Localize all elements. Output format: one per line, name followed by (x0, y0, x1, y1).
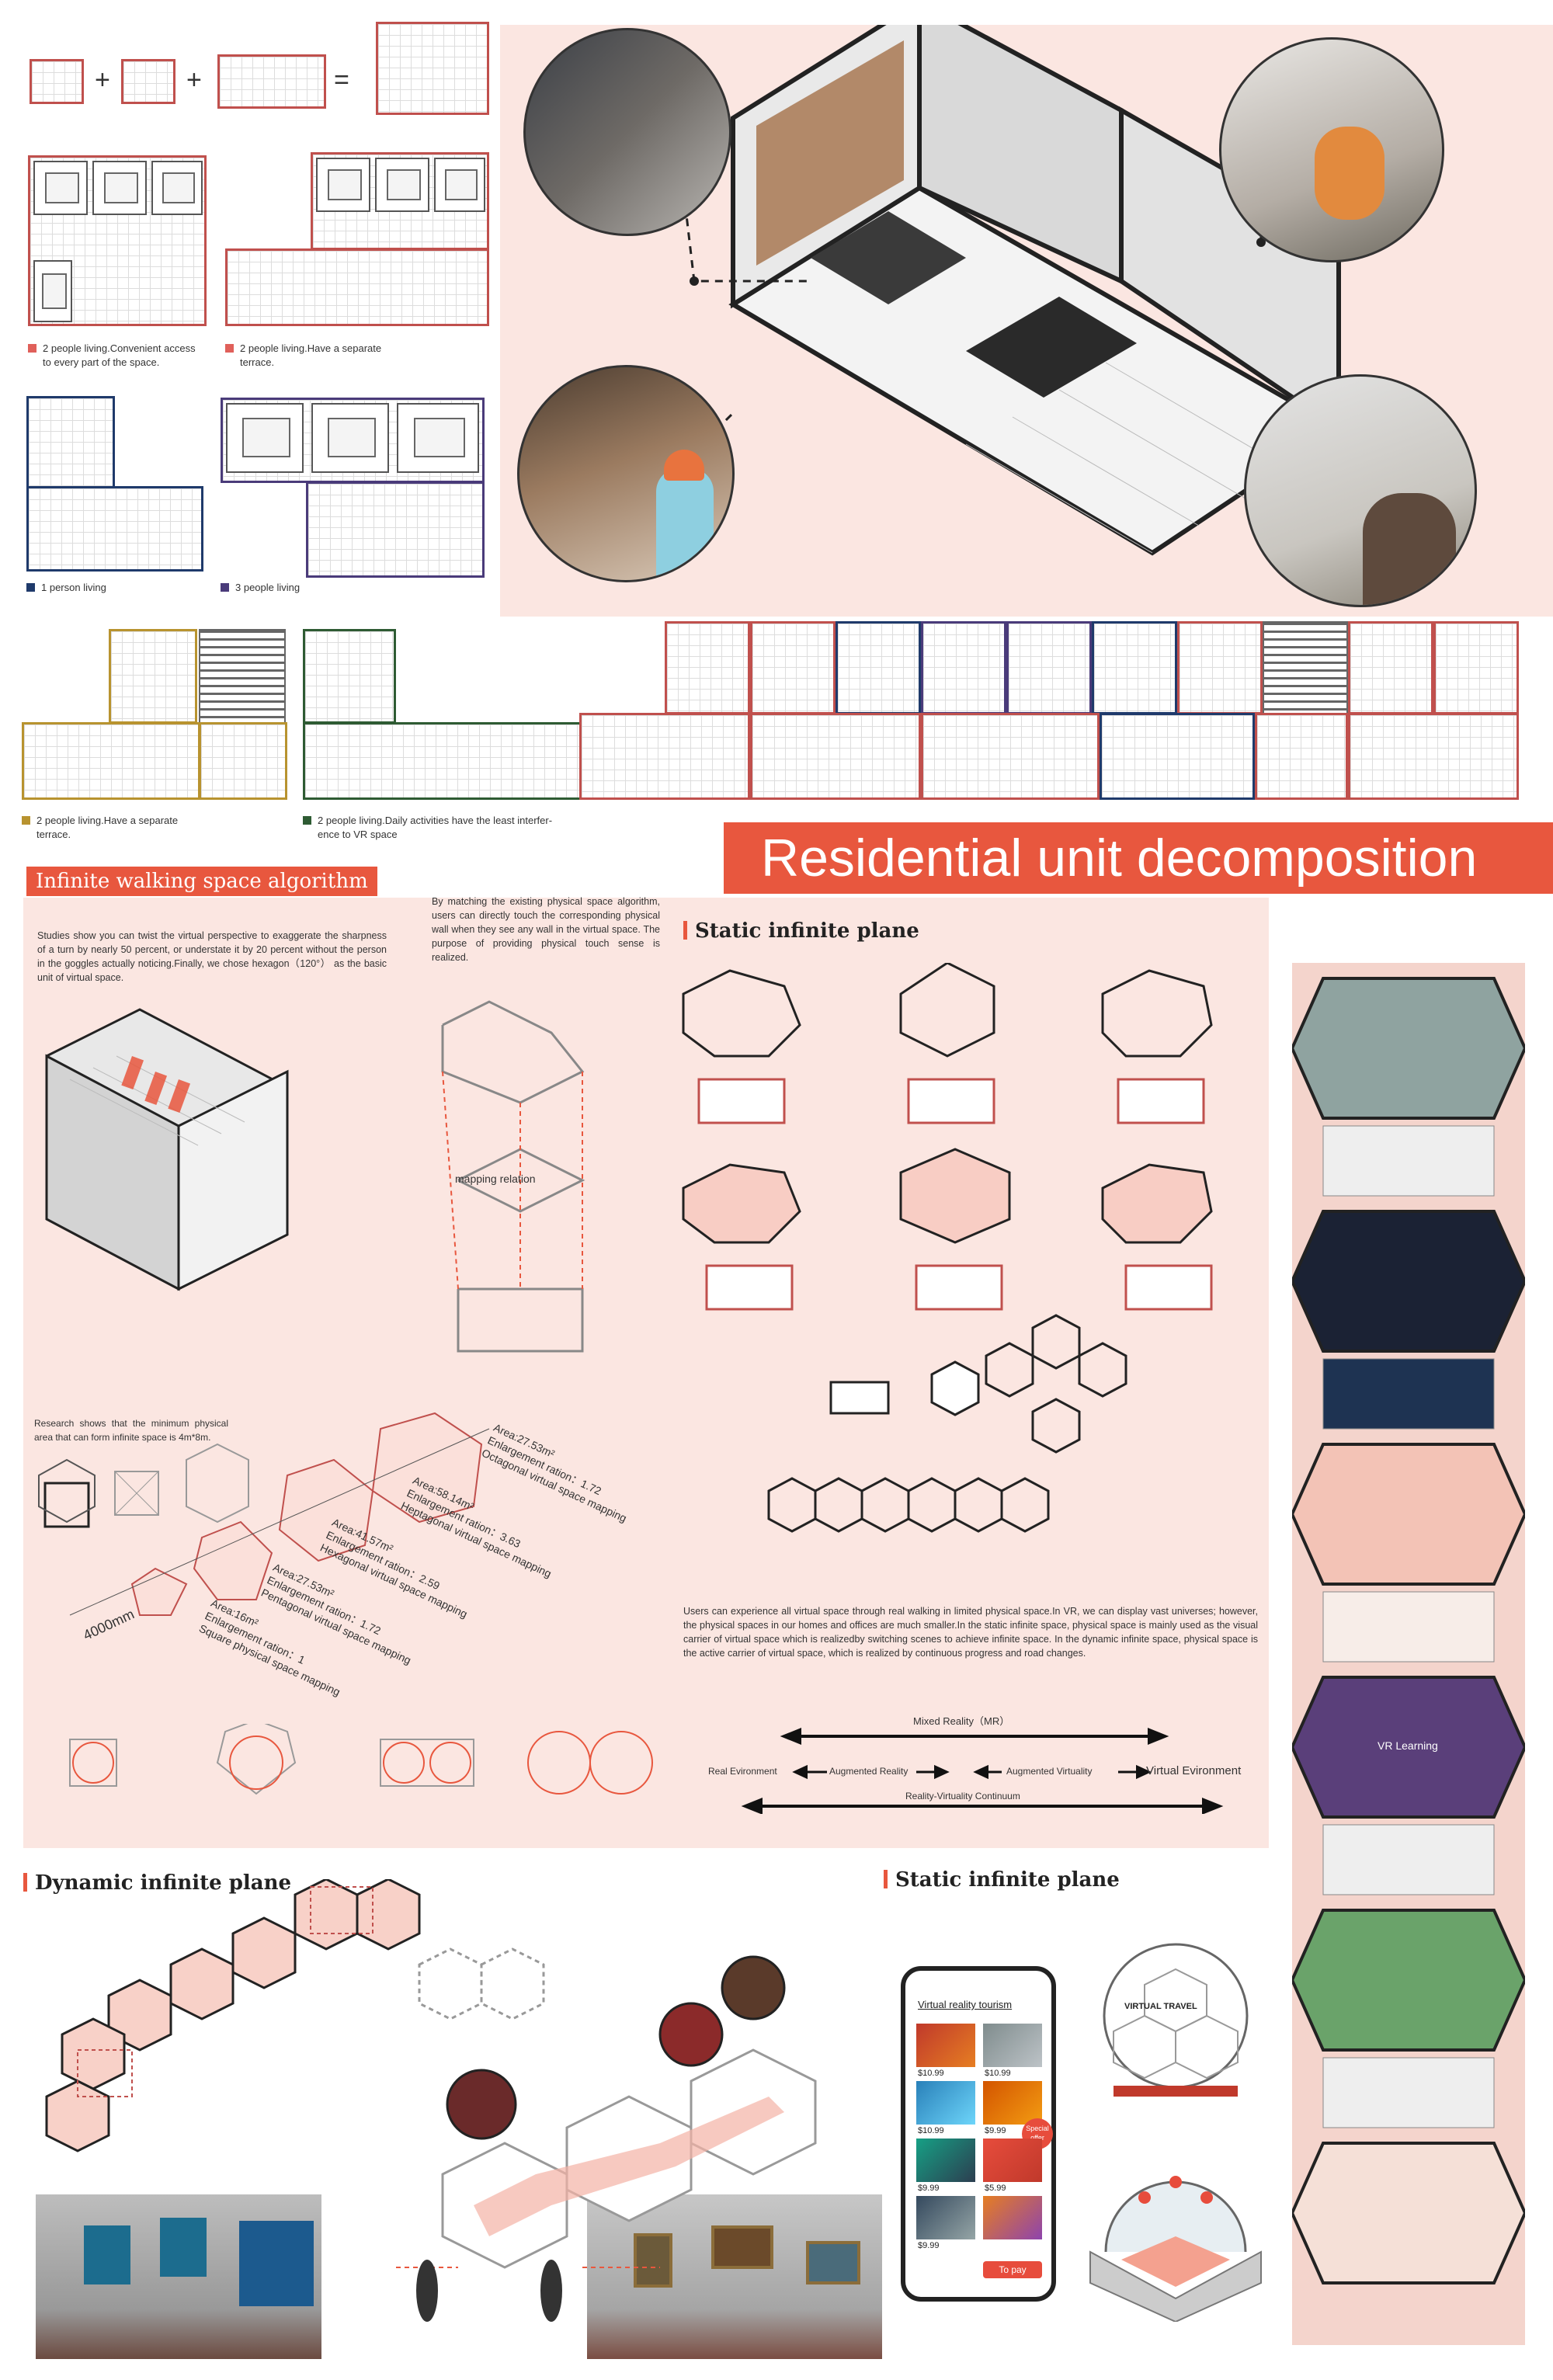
static-plane-text: Users can experience all virtual space t… (683, 1606, 1258, 1659)
destination-tile[interactable] (983, 2196, 1042, 2239)
legend-6: 2 people living.Daily activities have th… (303, 814, 567, 842)
isometric-apartment (677, 25, 1416, 556)
legend-2: 2 people living.Have a separate terrace. (225, 342, 412, 370)
destination-tile[interactable] (916, 2024, 975, 2067)
legend-5: 2 people living.Have a separate terrace. (22, 814, 255, 842)
gallery-photo-2 (587, 2194, 882, 2359)
floor-plan-a (28, 155, 207, 326)
museum-path-diagram (396, 1955, 817, 2322)
pay-button[interactable]: To pay (983, 2261, 1042, 2278)
research-note: Research shows that the minimum physical… (34, 1418, 228, 1443)
mapping-relation-label: mapping relation (455, 1173, 536, 1185)
terrace-stripes (199, 629, 286, 725)
floor-plan-b-top (311, 152, 489, 250)
tourism-app-phone: Virtual reality tourism $10.99 $10.99 $1… (901, 1966, 1056, 2302)
virtual-travel-label: VIRTUAL TRAVEL (1124, 2002, 1197, 2011)
algorithm-paragraph-1: Studies show you can twist the virtual p… (37, 930, 387, 983)
virtual-environment-label: Virtual Evironment (1146, 1764, 1242, 1777)
plan-combination-row: + + = (23, 22, 489, 115)
floor-plan-e (22, 722, 200, 800)
vr-learning-label: VR Learning (1378, 1739, 1438, 1752)
equals-icon: = (334, 65, 349, 95)
dynamic-plane-heading: Dynamic infinite plane (23, 1871, 291, 1895)
destination-tile[interactable] (983, 2024, 1042, 2067)
real-environment-label: Real Evironment (708, 1766, 777, 1777)
floor-plan-f-base (303, 722, 582, 800)
screen-illustration (160, 2218, 207, 2277)
destination-tile[interactable] (983, 2081, 1042, 2125)
floor-plan-c-base (26, 486, 203, 572)
dome-structure (1089, 2176, 1262, 2322)
plan-thumb-1 (30, 59, 84, 104)
augmented-virtuality-label: Augmented Virtuality (1006, 1766, 1093, 1777)
plan-thumb-4 (376, 22, 489, 115)
destination-tile[interactable] (916, 2196, 975, 2239)
screen-illustration (239, 2221, 314, 2306)
mixed-reality-label: Mixed Reality（MR） (913, 1715, 1010, 1727)
bedroom-photo (517, 365, 735, 582)
destination-tile[interactable] (916, 2139, 975, 2182)
algorithm-paragraph-2: By matching the existing physical space … (432, 896, 660, 963)
floor-plan-f (303, 629, 396, 724)
plan-thumb-3 (217, 54, 326, 109)
main-title: Residential unit decomposition (724, 822, 1553, 894)
painting-illustration (711, 2225, 773, 2269)
floor-plan-d (221, 398, 485, 483)
living-photo (1219, 37, 1444, 262)
augmented-reality-label: Augmented Reality (829, 1766, 909, 1777)
legend-3: 1 person living (26, 581, 213, 595)
isometric-panel (500, 25, 1553, 617)
floor-plan-e-top (109, 629, 197, 724)
closet-photo (523, 28, 731, 236)
dynamic-plane-diagram (45, 1879, 545, 2152)
plan-thumb-2 (121, 59, 175, 104)
plus-icon: + (186, 65, 202, 95)
floor-plan-b (225, 248, 489, 326)
dog-illustration (1315, 127, 1384, 220)
floor-plan-d-base (306, 481, 485, 578)
destination-tile[interactable] (916, 2081, 975, 2125)
floor-plan-e-right (199, 722, 287, 800)
plus-icon: + (95, 65, 110, 95)
hat-illustration (664, 450, 704, 481)
painting-illustration (806, 2241, 860, 2284)
virtual-travel-sphere (1103, 1943, 1249, 2097)
app-title: Virtual reality tourism (918, 1999, 1013, 2010)
continuum-label: Reality-Virtuality Continuum (905, 1791, 1020, 1802)
study-photo (1244, 374, 1477, 607)
reality-continuum (741, 1728, 1224, 1814)
legend-1: 2 people living.Convenient access to eve… (28, 342, 214, 370)
algorithm-diagram (38, 1000, 585, 1616)
person-illustration (1363, 493, 1456, 605)
walking-circles (69, 1724, 653, 1795)
algorithm-panel (23, 898, 1269, 1848)
person-illustration (656, 468, 714, 580)
unit-plan-strip (579, 621, 1534, 808)
floor-plan-c (26, 396, 115, 489)
gallery-photo-1 (36, 2194, 321, 2359)
static-plane-heading: Static infinite plane (683, 919, 919, 943)
algorithm-title: Infinite walking space algorithm (26, 867, 377, 896)
destination-tile[interactable] (983, 2139, 1042, 2182)
static-plane-diagrams (682, 963, 1213, 1533)
screen-illustration (84, 2225, 130, 2284)
static-plane-2-heading: Static infinite plane (884, 1868, 1120, 1892)
painting-illustration (634, 2233, 672, 2288)
legend-4: 3 people living (221, 581, 407, 595)
